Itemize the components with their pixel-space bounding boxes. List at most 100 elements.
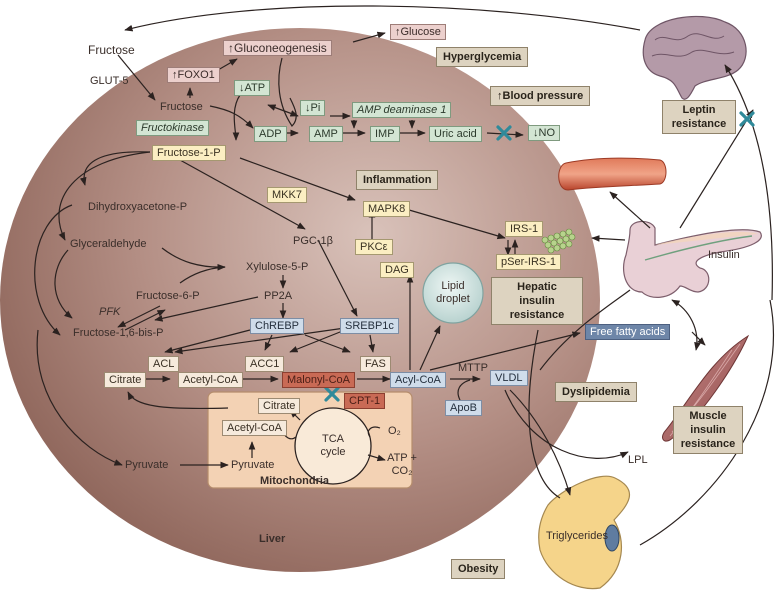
arrow-srebp1c-acl	[174, 327, 346, 355]
fructose-liver-label: Fructose	[160, 101, 203, 113]
insulin-label: Insulin	[708, 249, 740, 261]
arrow-liver-loop	[528, 329, 561, 499]
arrow-f1p-to-pgc1b	[179, 159, 306, 230]
acl-box: ACL	[148, 356, 180, 372]
xylulose-5p-label: Xylulose-5-P	[246, 261, 309, 273]
acyl-coa-box: Acyl-CoA	[390, 372, 446, 388]
glycogen-cluster-icon	[541, 228, 576, 254]
amp-deaminase-box: AMP deaminase 1	[352, 102, 452, 118]
irs1-box: IRS-1	[505, 221, 544, 237]
leptin-resistance-box: Leptin resistance	[662, 100, 736, 134]
obesity-box: Obesity	[451, 559, 506, 579]
srebp1c-box: SREBP1c	[340, 318, 399, 334]
blood-pressure-box: ↑Blood pressure	[490, 86, 591, 106]
arrow-glyc-to-f16bp	[54, 249, 73, 319]
mito-citrate-box: Citrate	[258, 398, 301, 414]
arrow-apob-vldl	[457, 379, 471, 401]
dihydroxyacetone-p-label: Dihydroxyacetone-P	[88, 201, 188, 213]
dyslipidemia-box: Dyslipidemia	[555, 382, 637, 402]
arrow-tca-atp	[367, 454, 386, 462]
arrow-ffa-muscle	[691, 331, 706, 346]
arrow-tca-o2	[367, 426, 381, 438]
acc1-box: ACC1	[245, 356, 285, 372]
citrate-box: Citrate	[104, 372, 147, 388]
arrow-pancreas-liver	[591, 235, 626, 242]
brain-icon	[642, 15, 747, 100]
arrow-glyc-to-xylulose	[161, 247, 226, 271]
malonyl-coa-box: Malonyl-CoA	[282, 372, 355, 388]
triglycerides-label: Triglycerides	[546, 530, 608, 542]
arrow-pancreas-leptin	[679, 109, 754, 229]
arrow-right-brain	[724, 64, 773, 301]
foxo1-box: ↑FOXO1	[167, 67, 220, 83]
tca-cycle-circle	[294, 407, 372, 485]
fructose-1p-box: Fructose-1-P	[152, 145, 226, 161]
glyceraldehyde-label: Glyceraldehyde	[70, 238, 147, 250]
pkce-box: PKCε	[355, 239, 393, 255]
adipocyte	[538, 475, 631, 590]
inflammation-box: Inflammation	[356, 170, 439, 190]
uric-acid-box: Uric acid	[429, 126, 482, 142]
arrow-pfk-down	[117, 305, 161, 328]
mapk8-box: MAPK8	[363, 201, 411, 217]
hyperglycemia-box: Hyperglycemia	[436, 47, 529, 67]
arrow-brain-to-fructose	[124, 5, 641, 32]
lipid-droplet	[422, 262, 484, 324]
arrow-fructose-uptake	[117, 54, 156, 101]
mito-acetyl-coa-box: Acetyl-CoA	[222, 420, 288, 436]
acetyl-coa-box: Acetyl-CoA	[178, 372, 244, 388]
fructose-outside-label: Fructose	[88, 43, 135, 57]
pfk-label: PFK	[99, 306, 121, 318]
arrow-mapk8-irs1	[391, 204, 506, 240]
fructose-6p-label: Fructose-6-P	[136, 290, 200, 302]
amp-box: AMP	[309, 126, 343, 142]
arrow-pfk-up	[124, 309, 166, 331]
muscle-insulin-resistance-box: Muscle insulin resistance	[673, 406, 743, 454]
blood-vessel-icon	[558, 157, 667, 191]
arrow-insulin-muscle	[671, 299, 701, 351]
arrow-f6p-to-xylulose	[179, 266, 226, 284]
arrow-chrebp-fas	[304, 334, 351, 353]
arrow-pancreas-ffa	[539, 289, 631, 371]
no-box: ↓NO	[528, 125, 560, 141]
mitochondria-label: Mitochondria	[260, 475, 330, 487]
arrow-chrebp-acc1	[264, 334, 273, 351]
cpt1-box: CPT-1	[344, 393, 386, 409]
arrow-mito-citrate-out	[127, 391, 229, 410]
pgc1b-label: PGC-1β	[293, 235, 333, 247]
arrow-pp2a-f16bp	[154, 296, 259, 322]
atp-co2-label: ATP + CO₂	[387, 452, 417, 477]
chrebp-box: ChREBP	[250, 318, 305, 334]
lpl-label: LPL	[628, 454, 648, 466]
arrow-gluco-to-glucose	[352, 31, 386, 43]
block-x-icon	[324, 111, 755, 402]
glut5-label: GLUT-5	[90, 75, 129, 87]
hepatic-insulin-resistance-box: Hepatic insulin resistance	[491, 277, 583, 325]
adipocyte-nucleus	[604, 524, 620, 552]
arrow-f1p-to-dhap	[79, 151, 151, 186]
free-fatty-acids-box: Free fatty acids	[585, 324, 671, 340]
arrow-atp-to-f1p	[232, 94, 241, 141]
arrow-atp-pi	[267, 104, 299, 117]
arrow-foxo1-to-gluconeogenesis	[217, 58, 238, 71]
pyruvate-label: Pyruvate	[125, 459, 169, 471]
fas-box: FAS	[360, 356, 391, 372]
arrow-f1p-to-mapk8	[239, 157, 356, 201]
atp-box: ↓ATP	[234, 80, 271, 96]
imp-box: IMP	[370, 126, 400, 142]
dag-box: DAG	[380, 262, 414, 278]
mttp-label: MTTP	[458, 362, 488, 374]
lipid-droplet-label: Lipid droplet	[436, 280, 470, 305]
arrow-f1p-to-glyceraldehyde	[58, 151, 151, 241]
pser-irs1-box: pSer-IRS-1	[496, 254, 562, 270]
arrow-acylcoa-ffa	[429, 331, 581, 371]
pi-box: ↓Pi	[300, 100, 326, 116]
arrow-srebp1c-acc1	[289, 329, 346, 353]
arrow-acylcoa-droplet	[419, 325, 441, 371]
fructose-16bp-label: Fructose-1,6-bis-P	[73, 327, 164, 339]
arrow-srebp1c-fas	[368, 334, 375, 353]
glucose-box: ↑Glucose	[390, 24, 446, 40]
arrow-vldl-triglycerides	[509, 389, 572, 496]
arrow-dhap-to-f16bp	[34, 204, 73, 336]
